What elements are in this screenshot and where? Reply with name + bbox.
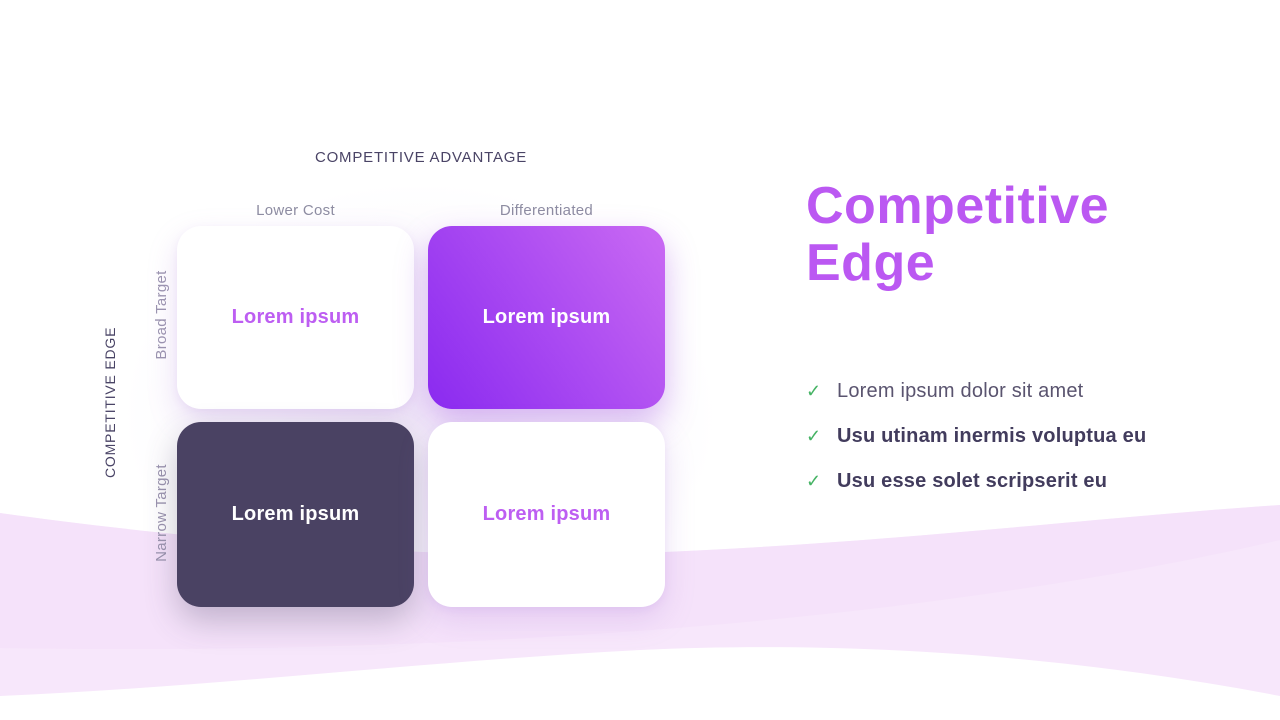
matrix-cell-broad-differentiated: Lorem ipsum — [428, 226, 665, 409]
matrix-cell-broad-lower-cost: Lorem ipsum — [177, 226, 414, 409]
matrix-cell-narrow-differentiated: Lorem ipsum — [428, 422, 665, 607]
check-icon: ✓ — [806, 426, 822, 446]
row-label-broad-target: Broad Target — [153, 270, 170, 360]
matrix-cell-label: Lorem ipsum — [482, 503, 611, 525]
check-icon: ✓ — [806, 471, 822, 491]
row-label-narrow-target: Narrow Target — [153, 464, 170, 562]
slide-title-line-1: Competitive — [806, 177, 1110, 235]
slide-title-line-2: Edge — [806, 234, 936, 292]
axis-label-competitive-edge: COMPETITIVE EDGE — [102, 326, 118, 478]
matrix-cell-label: Lorem ipsum — [231, 503, 360, 525]
check-icon: ✓ — [806, 381, 822, 401]
column-label-lower-cost: Lower Cost — [256, 202, 335, 219]
bullet-text: Usu esse solet scripserit eu — [837, 470, 1108, 492]
bullet-item: ✓ Lorem ipsum dolor sit amet — [806, 380, 1236, 402]
bullet-list: ✓ Lorem ipsum dolor sit amet ✓ Usu utina… — [806, 380, 1236, 515]
matrix-cell-label: Lorem ipsum — [231, 306, 360, 328]
slide-title: Competitive Edge — [806, 178, 1226, 292]
bullet-text: Lorem ipsum dolor sit amet — [837, 380, 1084, 402]
column-label-differentiated: Differentiated — [499, 202, 594, 219]
axis-label-competitive-advantage: COMPETITIVE ADVANTAGE — [314, 149, 528, 166]
bullet-item: ✓ Usu esse solet scripserit eu — [806, 470, 1236, 492]
matrix-cell-narrow-lower-cost: Lorem ipsum — [177, 422, 414, 607]
bullet-text: Usu utinam inermis voluptua eu — [837, 425, 1147, 447]
matrix-cell-label: Lorem ipsum — [482, 306, 611, 328]
bullet-item: ✓ Usu utinam inermis voluptua eu — [806, 425, 1236, 447]
